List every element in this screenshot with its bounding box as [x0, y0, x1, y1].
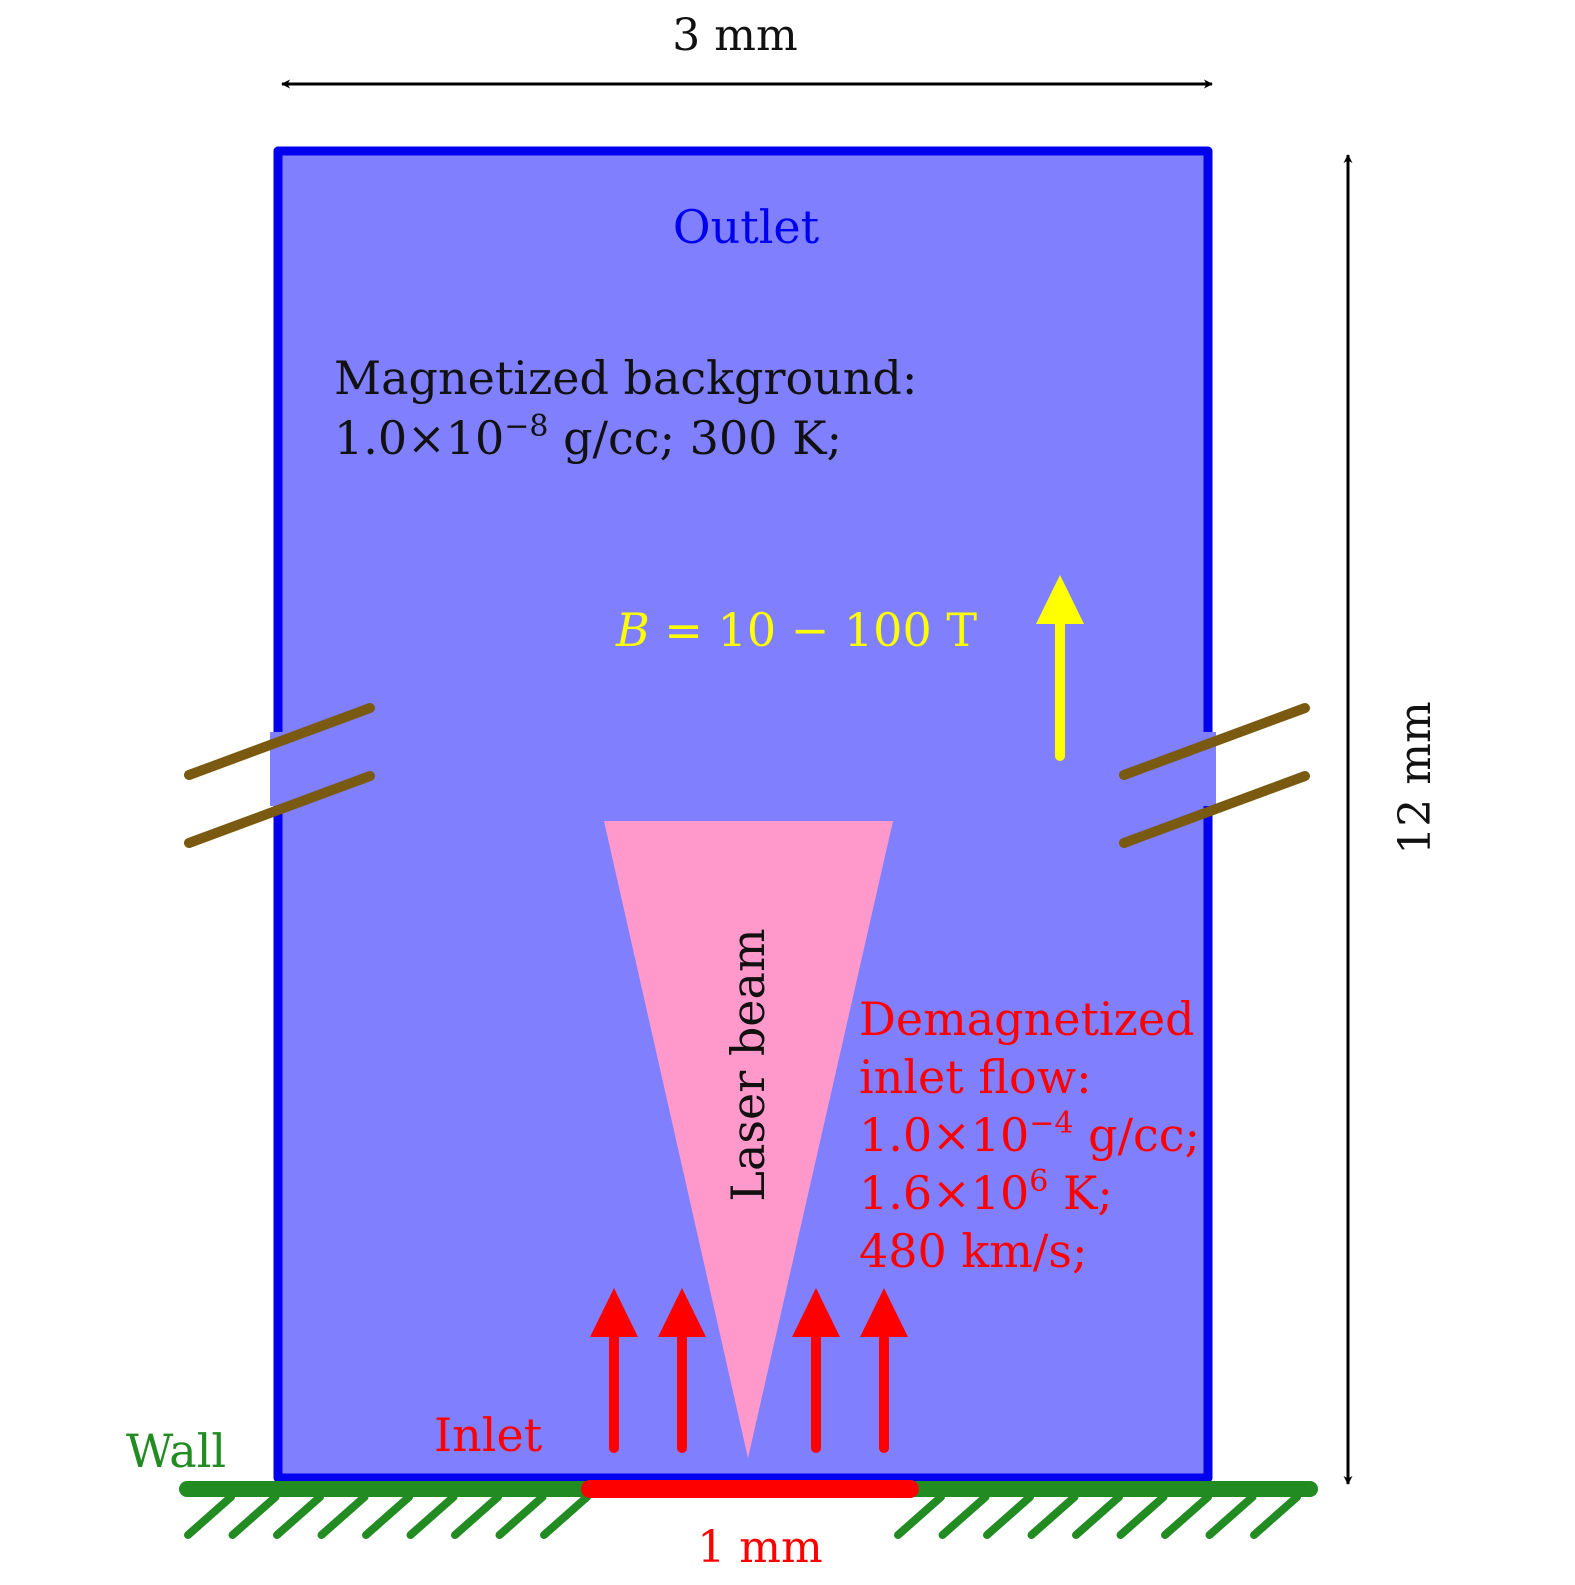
- inflow-temp-exponent: 6: [1029, 1164, 1048, 1199]
- hatch-line: [495, 1493, 547, 1539]
- width-dimension-label: 3 mm: [672, 10, 797, 61]
- inflow-line-2: inlet flow:: [859, 1050, 1092, 1104]
- inflow-line-5: 480 km/s;: [859, 1224, 1088, 1278]
- hatch-line: [451, 1493, 502, 1539]
- hatch-line: [894, 1493, 945, 1539]
- outlet-label: Outlet: [673, 200, 820, 254]
- inflow-arrow-icon: [860, 1288, 908, 1453]
- hatch-line: [540, 1493, 591, 1539]
- field-label: B = 10 − 100 T: [615, 603, 977, 657]
- inflow-line-4: 1.6×106 K;: [859, 1164, 1113, 1220]
- laser-beam-label: Laser beam: [721, 928, 775, 1201]
- inlet-dimension-label: 1 mm: [697, 1522, 822, 1573]
- field-value: = 10 − 100 T: [650, 603, 978, 657]
- left-break-gap: [270, 732, 286, 806]
- inflow-arrow-icon: [590, 1288, 638, 1453]
- inflow-arrow-icon: [658, 1288, 706, 1453]
- wall-label: Wall: [126, 1424, 226, 1478]
- wall-hatch-icon: [184, 1493, 1301, 1539]
- right-break-mark-icon: [1119, 703, 1310, 848]
- hatch-line: [184, 1493, 235, 1539]
- height-dimension-label: 12 mm: [1390, 701, 1441, 854]
- background-density-rest: g/cc; 300 K;: [548, 411, 842, 465]
- field-variable: B: [615, 603, 650, 657]
- hatch-line: [983, 1493, 1034, 1539]
- inflow-arrow-icon: [792, 1288, 840, 1453]
- inflow-temp-mantissa: 1.6×10: [859, 1166, 1029, 1220]
- inflow-temp-rest: K;: [1048, 1166, 1113, 1220]
- laser-beam-cone: [604, 821, 893, 1458]
- hatch-line: [938, 1493, 990, 1539]
- inflow-arrows: [590, 1288, 908, 1453]
- field-arrow-icon: [1036, 575, 1084, 761]
- hatch-line: [1027, 1493, 1079, 1539]
- left-break-mark-icon: [184, 703, 375, 848]
- inflow-density-rest: g/cc;: [1073, 1108, 1200, 1162]
- hatch-line: [1250, 1493, 1301, 1539]
- hatch-line: [273, 1493, 324, 1539]
- hatch-line: [362, 1493, 413, 1539]
- inflow-line-1: Demagnetized: [859, 992, 1195, 1046]
- hatch-line: [228, 1493, 280, 1539]
- hatch-line: [1205, 1493, 1257, 1539]
- inlet-label: Inlet: [434, 1408, 543, 1462]
- inflow-description: Demagnetized inlet flow: 1.0×10−4 g/cc; …: [859, 992, 1200, 1278]
- inflow-line-3: 1.0×10−4 g/cc;: [859, 1106, 1200, 1162]
- background-label: Magnetized background:: [334, 351, 917, 405]
- background-params: 1.0×10−8 g/cc; 300 K;: [334, 409, 842, 465]
- hatch-line: [1161, 1493, 1212, 1539]
- hatch-line: [406, 1493, 458, 1539]
- inflow-density-mantissa: 1.0×10: [859, 1108, 1029, 1162]
- hatch-line: [1116, 1493, 1168, 1539]
- background-density-exponent: −8: [504, 409, 548, 444]
- background-density-mantissa: 1.0×10: [334, 411, 504, 465]
- hatch-line: [317, 1493, 369, 1539]
- hatch-line: [1072, 1493, 1123, 1539]
- inflow-density-exponent: −4: [1029, 1106, 1073, 1141]
